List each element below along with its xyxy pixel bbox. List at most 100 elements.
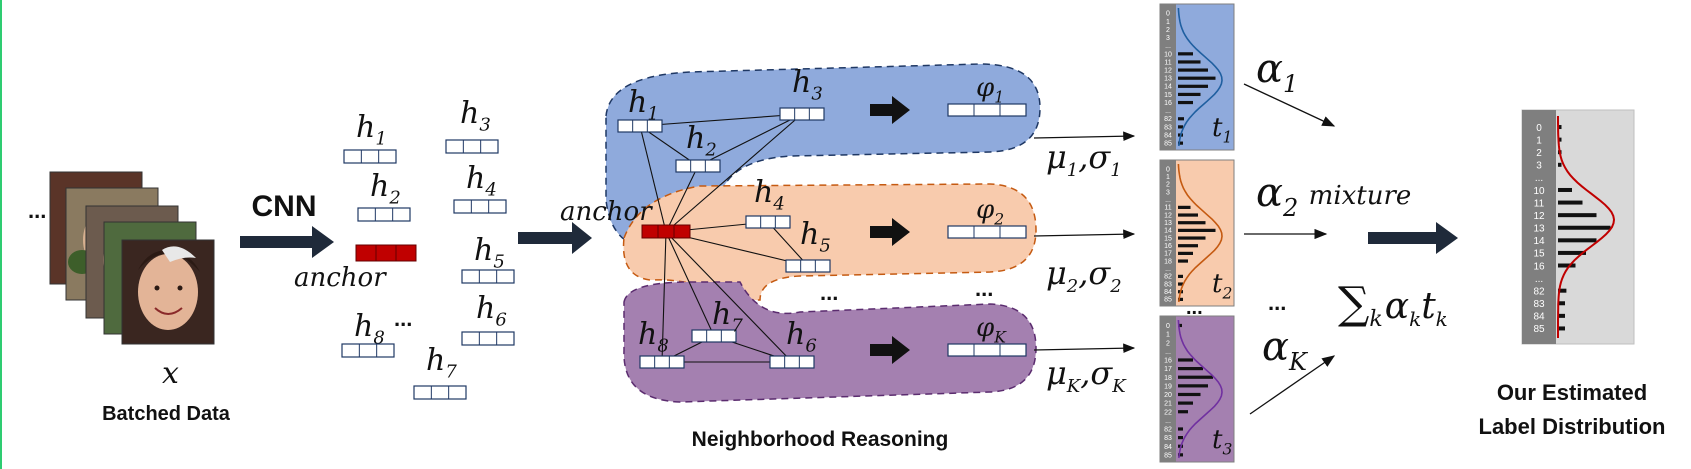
template-bar (1178, 221, 1206, 225)
template-tick: 12 (1164, 68, 1172, 75)
template-tick: 0 (1166, 166, 1170, 173)
output-bar (1558, 313, 1565, 318)
params-mu_sub: 2 (1066, 276, 1078, 297)
template-bar (1178, 92, 1201, 97)
reasoning-h7-label-base: h (712, 297, 731, 332)
template-tick: 20 (1164, 392, 1172, 399)
template-tick: 13 (1164, 220, 1172, 227)
reasoning-h7-label-sub: 7 (731, 316, 743, 337)
template-bar (1178, 60, 1201, 64)
reasoning-h1-label-base: h (628, 85, 647, 120)
template-bar (1178, 401, 1193, 405)
template-panels: 0123...10111213141516...82838485t10123..… (1159, 3, 1235, 463)
reasoning-h2-vector (675, 159, 721, 173)
feature-h3-label-base: h (460, 96, 479, 131)
template-tick: 85 (1164, 297, 1172, 304)
reasoning-h4-label-sub: 4 (772, 194, 784, 215)
feature-h5-label: h5 (474, 233, 505, 273)
params-mu: μ (1046, 354, 1067, 392)
params-mu_sub: K (1066, 376, 1082, 397)
feature-h8-label-sub: 8 (373, 328, 384, 349)
edge-anchor-h8 (661, 231, 667, 363)
neighborhood-reasoning-caption: Neighborhood Reasoning (692, 428, 949, 451)
phi-1-label-base: φ (976, 73, 995, 103)
alpha-1-label-base: α (1256, 46, 1283, 92)
template-tick: 0 (1166, 323, 1170, 330)
feature-h7-label-sub: 7 (445, 362, 457, 383)
feature-h3-label: h3 (460, 96, 491, 136)
feature-h5-label-base: h (474, 233, 493, 268)
template-t3-label-base: t (1212, 425, 1223, 455)
reasoning-h8-label: h8 (638, 317, 669, 357)
param-arrow-1 (1033, 131, 1136, 142)
template-t3-label: t3 (1212, 425, 1232, 459)
template-tick: 11 (1164, 205, 1171, 212)
template-tick: 16 (1164, 100, 1172, 107)
template-bar (1178, 282, 1183, 286)
feature-h7-label: h7 (426, 343, 457, 383)
cnn-arrow (240, 226, 334, 258)
feature-h4-vector (453, 199, 507, 214)
batched-data-caption: Batched Data (102, 403, 231, 425)
reasoning-anchor-node (641, 224, 691, 239)
template-tick: 15 (1164, 235, 1172, 242)
params-sigma: σ (1088, 138, 1111, 176)
sum-t-sub: k (1436, 307, 1448, 331)
feature-h8-vector (341, 343, 395, 358)
reasoning-h2-label-sub: 2 (704, 140, 716, 161)
alpha-K-label-sub: K (1288, 348, 1309, 376)
output-tick: 1 (1536, 135, 1542, 146)
feature-h6-label: h6 (476, 291, 507, 331)
params-sep: , (1078, 254, 1088, 292)
template-tick: 18 (1164, 258, 1172, 265)
reasoning-h6-label: h6 (786, 317, 817, 357)
template-tick: 82 (1164, 427, 1172, 434)
params-1: μ1,σ1 (1046, 138, 1122, 181)
template-tick: 1 (1166, 19, 1170, 26)
output-caption-line2: Label Distribution (1479, 414, 1666, 439)
reasoning-h2-label: h2 (686, 121, 717, 161)
feature-h1-vector (343, 149, 397, 164)
output-tick: 11 (1534, 198, 1545, 209)
template-tick: 83 (1164, 281, 1172, 288)
output-tick: 15 (1533, 249, 1545, 260)
template-t3-label-sub: 3 (1222, 441, 1232, 459)
template-tick: 22 (1164, 409, 1172, 416)
output-bar (1558, 137, 1562, 142)
feature-h2-vector (357, 207, 411, 222)
template-tick: ... (1165, 418, 1171, 425)
group-2-region (622, 183, 1037, 301)
template-tick: 2 (1166, 340, 1170, 347)
alpha-K-label-base: α (1262, 324, 1289, 370)
reasoning-h6-label-sub: 6 (805, 336, 816, 357)
reasoning-ellipsis-b: ... (975, 276, 993, 301)
output-tick: 2 (1536, 148, 1542, 159)
template-t1-label: t1 (1212, 113, 1232, 147)
template-tick: 11 (1164, 59, 1171, 66)
feature-h4-label-base: h (466, 161, 485, 196)
sum-index: k (1369, 307, 1382, 332)
feature-h5-vector (461, 269, 515, 284)
template-tick: 83 (1164, 124, 1172, 131)
output-bar (1558, 288, 1567, 293)
edge-neighbor (639, 113, 803, 127)
output-tick: 83 (1533, 299, 1545, 310)
output-tick: 85 (1533, 324, 1545, 335)
features-to-reasoning-arrow (518, 222, 592, 254)
feature-h3-vector (445, 139, 499, 154)
template-tick: 3 (1166, 189, 1170, 196)
group-3-region (623, 281, 1037, 403)
feature-h7-vector (413, 385, 467, 400)
reasoning-h8-vector (639, 355, 685, 369)
template-tick: 19 (1164, 383, 1172, 390)
output-bar (1558, 162, 1562, 167)
feature-h1-label-base: h (356, 110, 375, 145)
phi-2-vector (947, 225, 1027, 239)
phi-1-vector (947, 103, 1027, 117)
